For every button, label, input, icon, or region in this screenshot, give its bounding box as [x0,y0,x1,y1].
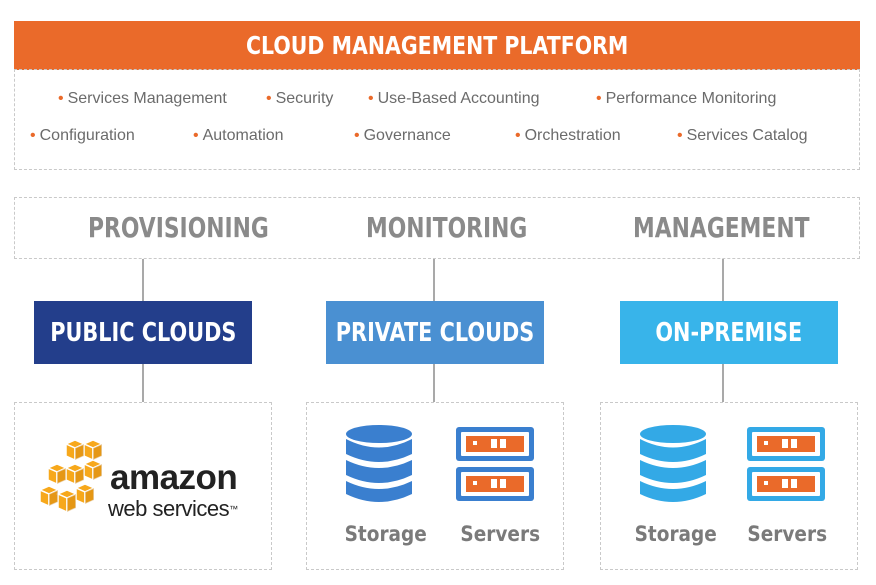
connector-line [433,259,435,301]
on-premise-label: ON-PREMISE [655,317,803,348]
monitoring-heading: MONITORING [366,211,528,244]
functions-panel [14,197,860,259]
servers-icon [456,427,534,501]
private-clouds-label: PRIVATE CLOUDS [335,317,535,348]
onprem-servers-label: Servers [747,522,828,546]
public-clouds-box: PUBLIC CLOUDS [34,301,252,364]
bullet-icon: • [354,127,360,144]
aws-logo-amazon: amazon [110,458,238,497]
connector-line [722,364,724,402]
private-storage-label: Storage [344,522,427,546]
onprem-storage-label: Storage [634,522,717,546]
feature-item: •Orchestration [515,127,621,144]
feature-item: •Security [266,90,334,107]
servers-icon [747,427,825,501]
feature-item: •Use-Based Accounting [368,90,540,107]
bullet-icon: • [266,90,272,107]
management-heading: MANAGEMENT [633,211,810,244]
public-cloud-provider-panel [14,402,272,570]
connector-line [142,259,144,301]
feature-item: •Governance [354,127,451,144]
bullet-icon: • [368,90,374,107]
connector-line [433,364,435,402]
platform-title: CLOUD MANAGEMENT PLATFORM [245,31,629,60]
bullet-icon: • [30,127,36,144]
feature-item: •Performance Monitoring [596,90,777,107]
storage-icon [640,425,706,502]
feature-item: •Services Management [58,90,227,107]
feature-item: •Services Catalog [677,127,808,144]
bullet-icon: • [193,127,199,144]
features-panel [14,69,860,170]
private-cloud-resources-panel [306,402,564,570]
private-clouds-box: PRIVATE CLOUDS [326,301,544,364]
feature-item: •Automation [193,127,284,144]
connector-line [722,259,724,301]
storage-icon [346,425,412,502]
bullet-icon: • [677,127,683,144]
connector-line [142,364,144,402]
aws-logo-webservices: web services™ [108,496,238,521]
feature-item: •Configuration [30,127,135,144]
bullet-icon: • [596,90,602,107]
platform-title-banner: CLOUD MANAGEMENT PLATFORM [14,21,860,70]
private-servers-label: Servers [460,522,541,546]
provisioning-heading: PROVISIONING [88,211,269,244]
bullet-icon: • [58,90,64,107]
on-premise-box: ON-PREMISE [620,301,838,364]
on-premise-resources-panel [600,402,858,570]
public-clouds-label: PUBLIC CLOUDS [49,317,237,348]
bullet-icon: • [515,127,521,144]
aws-cubes-icon [40,440,104,514]
